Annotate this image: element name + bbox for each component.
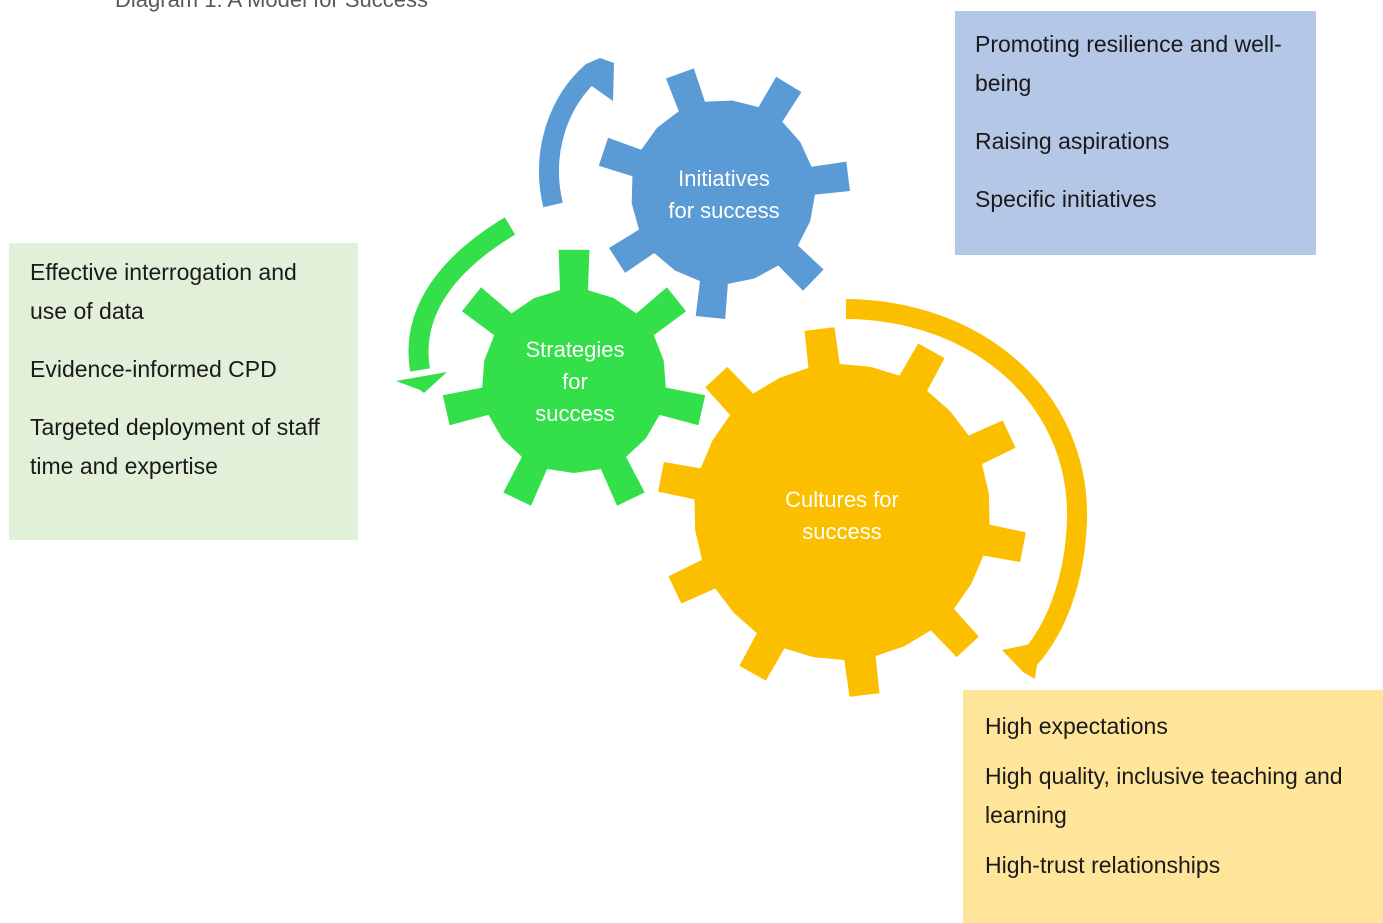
strategies-label-line1: Strategies (525, 337, 625, 362)
cultures-gear (658, 327, 1026, 697)
strategies-item: Evidence-informed CPD (30, 356, 277, 382)
initiatives-item: Raising aspirations (975, 128, 1170, 154)
strategies-item: Targeted deployment of staff time and ex… (30, 414, 320, 479)
cultures-gear-label: Cultures for success (785, 484, 899, 548)
initiatives-gear-label: Initiatives for success (668, 163, 779, 227)
strategies-arrow (396, 217, 516, 393)
strategies-label-line3: success (535, 401, 615, 426)
strategies-item: Effective interrogation and use of data (30, 259, 297, 324)
cultures-item: High expectations (985, 713, 1168, 739)
cultures-label-line1: Cultures for (785, 487, 899, 512)
cultures-item: High-trust relationships (985, 852, 1221, 878)
strategies-box: Effective interrogation and use of data … (9, 243, 358, 540)
initiatives-label-line1: Initiatives (678, 166, 770, 191)
initiatives-gear (598, 68, 850, 320)
diagram-caption: Diagram 1: A Model for Success (115, 0, 428, 13)
cultures-box: High expectations High quality, inclusiv… (963, 690, 1383, 923)
cultures-arrow (845, 299, 1088, 679)
strategies-label-line2: for (562, 369, 588, 394)
initiatives-label-line2: for success (668, 198, 780, 223)
initiatives-box: Promoting resilience and well-being Rais… (955, 11, 1316, 255)
strategies-gear (442, 249, 706, 506)
cultures-item: High quality, inclusive teaching and lea… (985, 763, 1343, 828)
initiatives-arrow (539, 58, 614, 208)
initiatives-item: Promoting resilience and well-being (975, 31, 1282, 96)
cultures-label-line2: success (802, 519, 882, 544)
initiatives-item: Specific initiatives (975, 186, 1157, 212)
strategies-gear-label: Strategies for success (525, 334, 624, 430)
